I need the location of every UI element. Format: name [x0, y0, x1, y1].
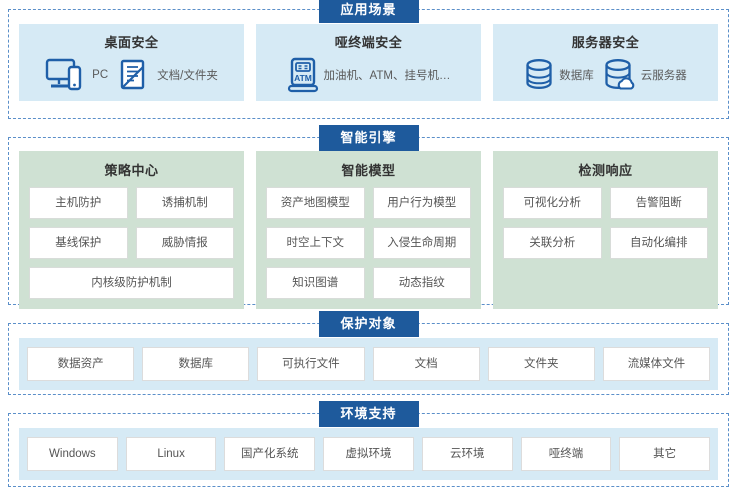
chip-item[interactable]: 数据资产	[27, 347, 135, 381]
section-badge-application-scenarios: 应用场景	[318, 0, 419, 23]
engine-cell[interactable]: 入侵生命周期	[372, 227, 471, 259]
chip-item[interactable]: 流媒体文件	[602, 347, 711, 381]
engine-cell[interactable]: 用户行为模型	[372, 187, 471, 219]
chip-item[interactable]: 其它	[619, 437, 711, 471]
panel-title: 检测响应	[578, 163, 633, 178]
chip-item[interactable]: 国产化系统	[224, 437, 316, 471]
chip-item[interactable]: 云环境	[421, 437, 513, 471]
panel-title: 桌面安全	[104, 35, 159, 50]
section-application-scenarios: 应用场景 桌面安全	[8, 0, 729, 119]
engine-cell[interactable]: 可视化分析	[503, 187, 602, 219]
engine-cell[interactable]: 资产地图模型	[266, 187, 365, 219]
panel-items: PC 文档/文件夹	[23, 57, 240, 93]
scenario-item-label: 文档/文件夹	[157, 70, 218, 82]
chip-item[interactable]: 哑终端	[520, 437, 612, 471]
engine-cell[interactable]: 知识图谱	[266, 267, 365, 299]
engine-cell[interactable]: 时空上下文	[266, 227, 365, 259]
engine-cell[interactable]: 告警阻断	[609, 187, 708, 219]
scenario-item-label: PC	[92, 69, 109, 81]
panel-cells: 可视化分析 告警阻断 关联分析 自动化编排	[503, 187, 708, 259]
panel-policy-center: 策略中心 主机防护 诱捕机制 基线保护 威胁情报 内核级防护机制	[19, 151, 244, 309]
scenario-item-label: 云服务器	[640, 70, 687, 82]
document-folder-icon	[118, 58, 152, 92]
section-badge-protected-objects: 保护对象	[318, 311, 419, 337]
scenario-item[interactable]: ATM 加油机、ATM、挂号机…	[287, 57, 451, 93]
engine-cell[interactable]: 自动化编排	[609, 227, 708, 259]
panel-cells: 主机防护 诱捕机制 基线保护 威胁情报 内核级防护机制	[29, 187, 234, 299]
panel-detection-response: 检测响应 可视化分析 告警阻断 关联分析 自动化编排	[493, 151, 718, 309]
panel-title: 哑终端安全	[334, 35, 403, 50]
monitor-phone-icon	[45, 58, 87, 92]
chip-item[interactable]: 文件夹	[487, 347, 595, 381]
engine-cell[interactable]: 关联分析	[503, 227, 602, 259]
scenario-item[interactable]: 文档/文件夹	[118, 58, 218, 92]
panel-desktop-security: 桌面安全 PC	[19, 24, 244, 101]
chip-item[interactable]: 虚拟环境	[323, 437, 414, 471]
scenario-item[interactable]: 数据库	[524, 58, 594, 92]
panel-title: 智能模型	[341, 163, 396, 178]
panel-server-security: 服务器安全 数据库	[493, 24, 718, 101]
section-body: Windows Linux 国产化系统 虚拟环境 云环境 哑终端 其它	[9, 414, 728, 490]
engine-cell[interactable]: 内核级防护机制	[29, 267, 234, 299]
panel-intelligent-model: 智能模型 资产地图模型 用户行为模型 时空上下文 入侵生命周期 知识图谱 动态指…	[256, 151, 481, 309]
chip-band-environment-support: Windows Linux 国产化系统 虚拟环境 云环境 哑终端 其它	[19, 428, 718, 480]
section-protected-objects: 保护对象 数据资产 数据库 可执行文件 文档 文件夹 流媒体文件	[8, 311, 729, 395]
section-body: 策略中心 主机防护 诱捕机制 基线保护 威胁情报 内核级防护机制 智能模型 资产…	[9, 138, 728, 319]
panel-title: 策略中心	[104, 163, 159, 178]
section-badge-environment-support: 环境支持	[318, 401, 419, 427]
chip-item[interactable]: 可执行文件	[257, 347, 365, 381]
section-intelligent-engine: 智能引擎 策略中心 主机防护 诱捕机制 基线保护 威胁情报 内核级防护机制 智能…	[8, 125, 729, 309]
database-icon	[524, 58, 554, 92]
svg-text:ATM: ATM	[294, 73, 312, 83]
engine-cell[interactable]: 动态指纹	[372, 267, 471, 299]
chip-item[interactable]: Windows	[27, 437, 118, 471]
section-badge-intelligent-engine: 智能引擎	[318, 125, 419, 151]
panel-title: 服务器安全	[571, 35, 640, 50]
chip-band-protected-objects: 数据资产 数据库 可执行文件 文档 文件夹 流媒体文件	[19, 338, 718, 390]
section-environment-support: 环境支持 Windows Linux 国产化系统 虚拟环境 云环境 哑终端 其它	[8, 401, 729, 490]
chip-item[interactable]: Linux	[125, 437, 217, 471]
section-body: 桌面安全 PC	[9, 10, 728, 111]
atm-kiosk-icon: ATM	[287, 57, 319, 93]
engine-cell[interactable]: 诱捕机制	[135, 187, 234, 219]
scenario-item-label: 数据库	[559, 70, 594, 82]
panel-cells: 资产地图模型 用户行为模型 时空上下文 入侵生命周期 知识图谱 动态指纹	[266, 187, 471, 299]
engine-cell[interactable]: 基线保护	[29, 227, 128, 259]
scenario-item-label: 加油机、ATM、挂号机…	[323, 70, 451, 82]
chip-item[interactable]: 数据库	[142, 347, 250, 381]
scenario-item[interactable]: 云服务器	[604, 58, 687, 92]
cloud-server-icon	[604, 58, 636, 92]
panel-dumb-terminal-security: 哑终端安全 ATM 加油机、ATM、挂号机…	[256, 24, 481, 101]
chip-item[interactable]: 文档	[372, 347, 480, 381]
section-body: 数据资产 数据库 可执行文件 文档 文件夹 流媒体文件	[9, 324, 728, 400]
scenario-item[interactable]: PC	[45, 58, 108, 92]
panel-items: 数据库 云服务器	[497, 57, 714, 93]
panel-items: ATM 加油机、ATM、挂号机…	[260, 57, 477, 93]
engine-cell[interactable]: 主机防护	[29, 187, 128, 219]
engine-cell[interactable]: 威胁情报	[135, 227, 234, 259]
